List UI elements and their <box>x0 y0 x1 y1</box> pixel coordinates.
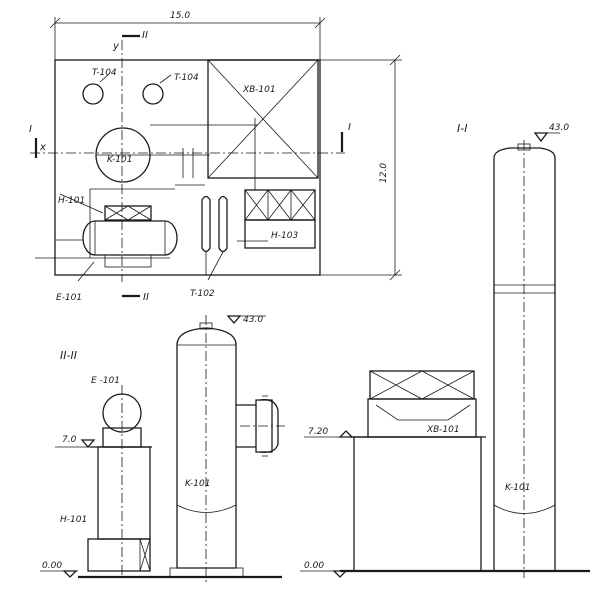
elev-top-section-II: 43.0 <box>243 315 263 325</box>
section-I-left: I <box>29 124 32 135</box>
label-h101-plan: H-101 <box>58 196 85 206</box>
section-I-I-title: I-I <box>457 122 467 135</box>
elev-platform-section-II: 7.0 <box>62 435 77 445</box>
section-I-I: I-I K-101 43.0 XB-101 7.20 0.00 <box>300 122 590 578</box>
label-h103-plan: H-103 <box>271 231 298 241</box>
section-II-bottom: II <box>143 292 149 303</box>
elev-platform-section-I: 7.20 <box>308 427 328 437</box>
label-k101-section-I: K-101 <box>505 483 530 493</box>
elev-ground-section-II: 0.00 <box>42 561 62 571</box>
label-xb101-plan: XB-101 <box>242 85 276 95</box>
dimension-width: 15.0 <box>170 11 190 21</box>
label-h101-section-II: H-101 <box>60 515 87 525</box>
axis-y-label: y <box>112 41 120 52</box>
plan-view: 15.0 12.0 y II II x I I T-104 T-104 <box>29 11 402 303</box>
dimension-height: 12.0 <box>379 163 389 183</box>
label-e101-section-II: E -101 <box>91 376 120 386</box>
label-k101-plan: K-101 <box>107 155 132 165</box>
section-I-right: I <box>348 122 351 133</box>
elev-ground-section-I: 0.00 <box>304 561 324 571</box>
section-II-II-title: II-II <box>60 349 77 362</box>
section-II-II: II-II 0.00 H-101 7.0 E -101 K-101 <box>40 315 285 582</box>
label-k101-section-II: K-101 <box>185 479 210 489</box>
section-II-top: II <box>142 30 148 41</box>
label-xb101-section-I: XB-101 <box>426 425 460 435</box>
label-t102-plan: T-102 <box>190 289 215 299</box>
axis-x-label: x <box>39 142 46 153</box>
plan-outline <box>54 59 321 276</box>
elev-top-section-I: 43.0 <box>549 123 569 133</box>
label-t104-right: T-104 <box>174 73 199 83</box>
label-e101-plan: E-101 <box>56 293 82 303</box>
label-t104-left: T-104 <box>92 68 117 78</box>
